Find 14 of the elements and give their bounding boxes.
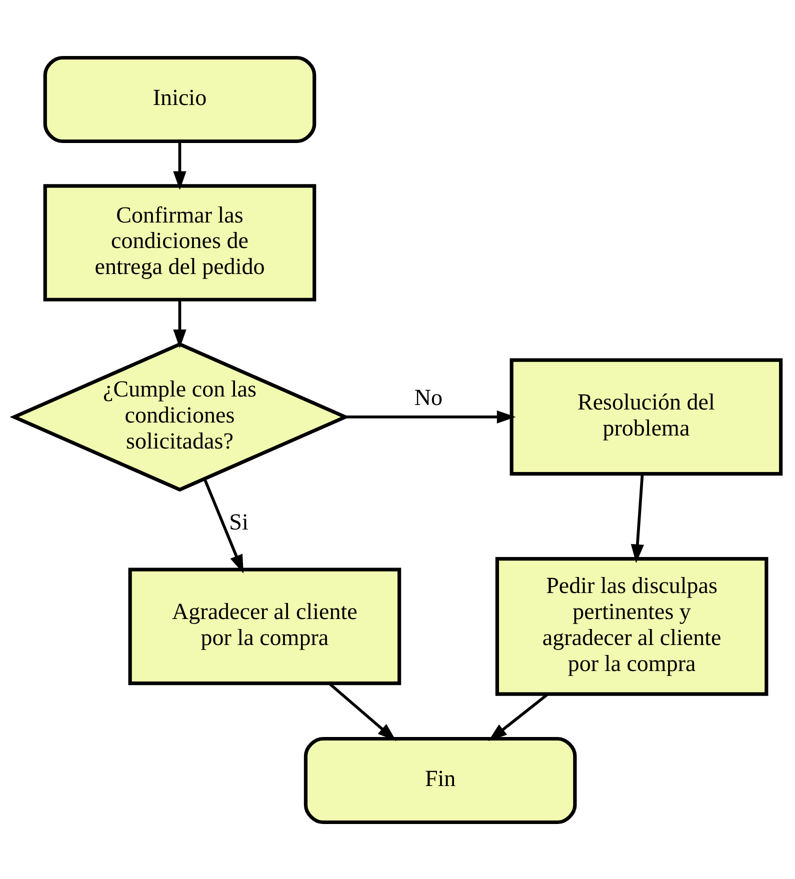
arrow	[346, 410, 516, 424]
node-box: Inicio	[43, 55, 316, 143]
arrow	[173, 141, 186, 190]
edge-label: Si	[229, 508, 248, 534]
edge-label: No	[414, 384, 443, 410]
node-box: Confirmar las condiciones de entrega del pedido	[43, 184, 316, 301]
arrow	[203, 478, 244, 574]
node-box: Pedir las disculpas pertinentes y agradecer al cliente por la compra	[495, 556, 768, 696]
arrow	[488, 692, 549, 741]
arrow	[173, 299, 186, 348]
node-box: Fin	[304, 736, 577, 824]
node-box: Resolución del problema	[510, 358, 783, 476]
arrow	[630, 474, 644, 563]
node-box: Agradecer al cliente por la compra	[128, 567, 402, 685]
